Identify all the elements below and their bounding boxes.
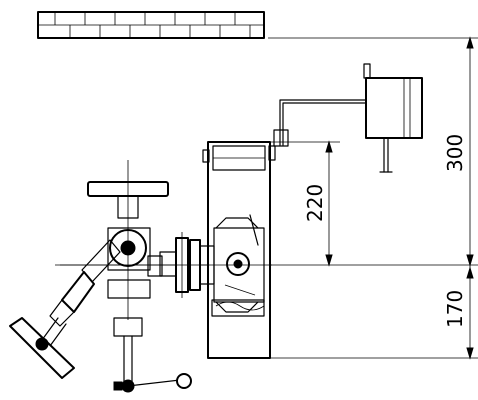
hand-lever-left <box>9 317 75 379</box>
valve-body <box>87 160 169 383</box>
dimension-220: 220 <box>303 184 327 222</box>
dimension-300: 300 <box>443 134 467 172</box>
housing-box <box>202 141 276 359</box>
actuator-box <box>273 63 423 173</box>
wall-symbol <box>37 11 265 39</box>
angled-branch-valve <box>41 239 121 347</box>
bottom-handle <box>113 373 192 393</box>
dimension-170: 170 <box>443 290 467 328</box>
